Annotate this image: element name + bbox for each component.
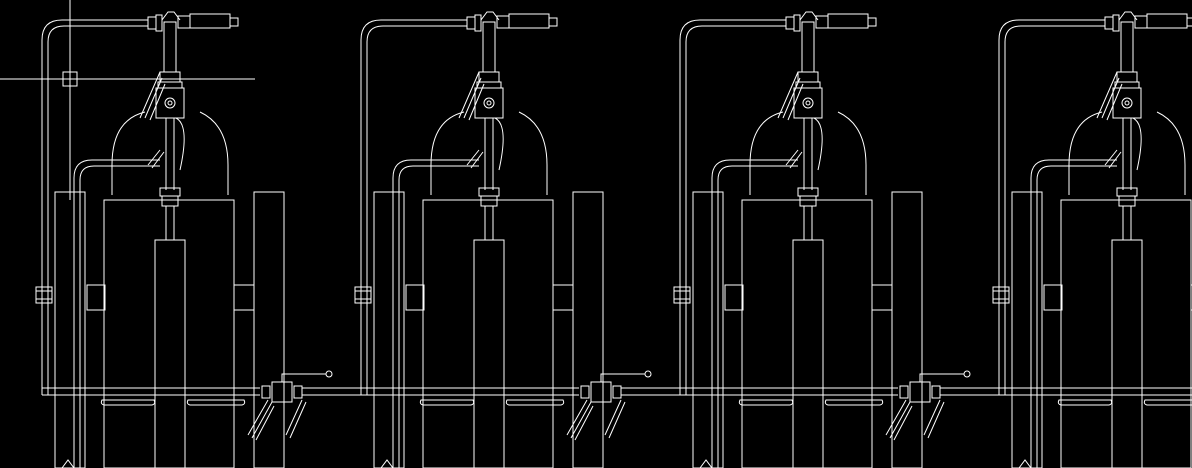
unit-1 <box>35 11 333 468</box>
unit-4 <box>992 11 1192 468</box>
crosshair-cursor <box>0 0 255 200</box>
unit-3 <box>673 11 971 468</box>
unit-2 <box>354 11 652 468</box>
header-pipe <box>302 387 1192 396</box>
